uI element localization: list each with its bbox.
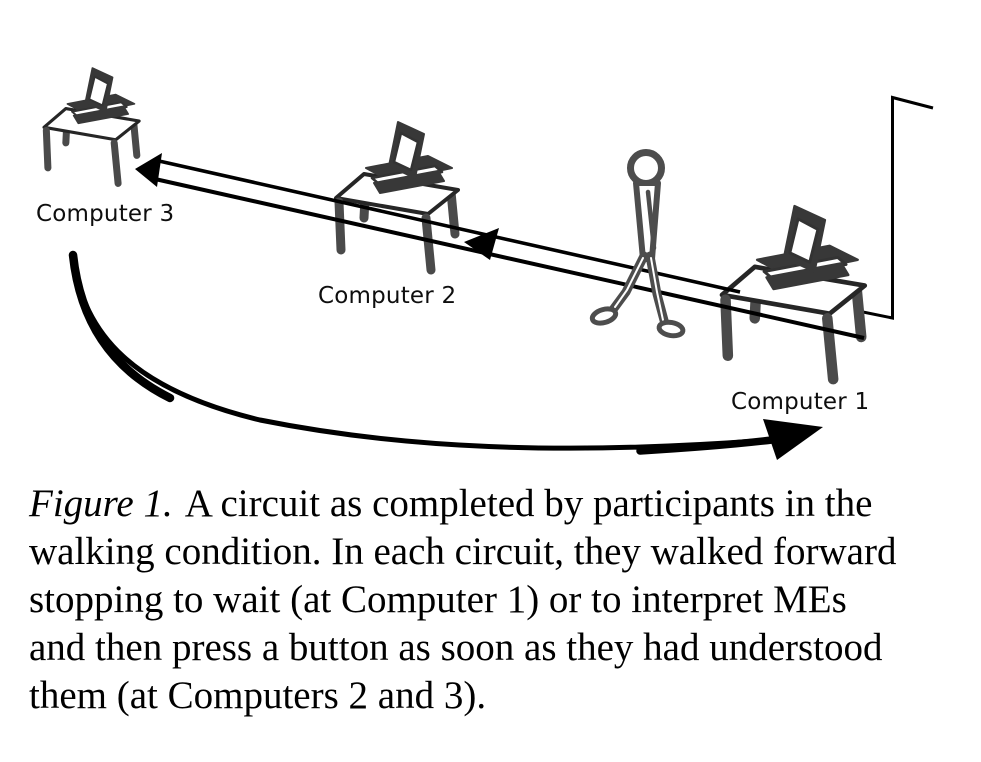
figure-caption: Figure 1. A circuit as completed by parti… bbox=[29, 480, 964, 720]
computer-3-label: Computer 3 bbox=[36, 201, 175, 227]
computer-1-label: Computer 1 bbox=[731, 389, 870, 415]
arrow-to-computer-2 bbox=[154, 177, 865, 340]
desk-with-laptop-icon bbox=[722, 206, 865, 379]
wall-corner-line bbox=[857, 95, 934, 320]
arrowhead-computer-2 bbox=[464, 228, 499, 260]
figure-number: Figure 1. bbox=[29, 482, 173, 525]
caption-line-5: them (at Computers 2 and 3). bbox=[29, 674, 487, 717]
desk-with-laptop-icon bbox=[44, 68, 139, 183]
person-right-foot bbox=[656, 319, 686, 339]
station-computer-3 bbox=[44, 68, 139, 183]
person-left-foot bbox=[589, 306, 619, 326]
walking-person-icon bbox=[589, 149, 686, 339]
arrowhead-computer-3 bbox=[135, 153, 162, 187]
caption-line-1: Figure 1. A circuit as completed by parti… bbox=[29, 480, 964, 528]
caption-text-1: A circuit as completed by participants i… bbox=[184, 482, 873, 525]
desk-with-laptop-icon bbox=[336, 122, 458, 270]
person-head bbox=[627, 149, 665, 187]
caption-line-2: walking condition. In each circuit, they… bbox=[29, 530, 897, 573]
computer-2-label: Computer 2 bbox=[318, 283, 457, 309]
station-computer-2 bbox=[336, 122, 458, 270]
person-arm bbox=[645, 189, 657, 251]
caption-line-3: stopping to wait (at Computer 1) or to i… bbox=[29, 578, 847, 621]
curved-return-arrow bbox=[68, 250, 823, 460]
caption-line-4: and then press a button as soon as they … bbox=[29, 626, 883, 669]
station-computer-1 bbox=[722, 206, 865, 379]
arrowhead-computer-1 bbox=[763, 419, 823, 460]
